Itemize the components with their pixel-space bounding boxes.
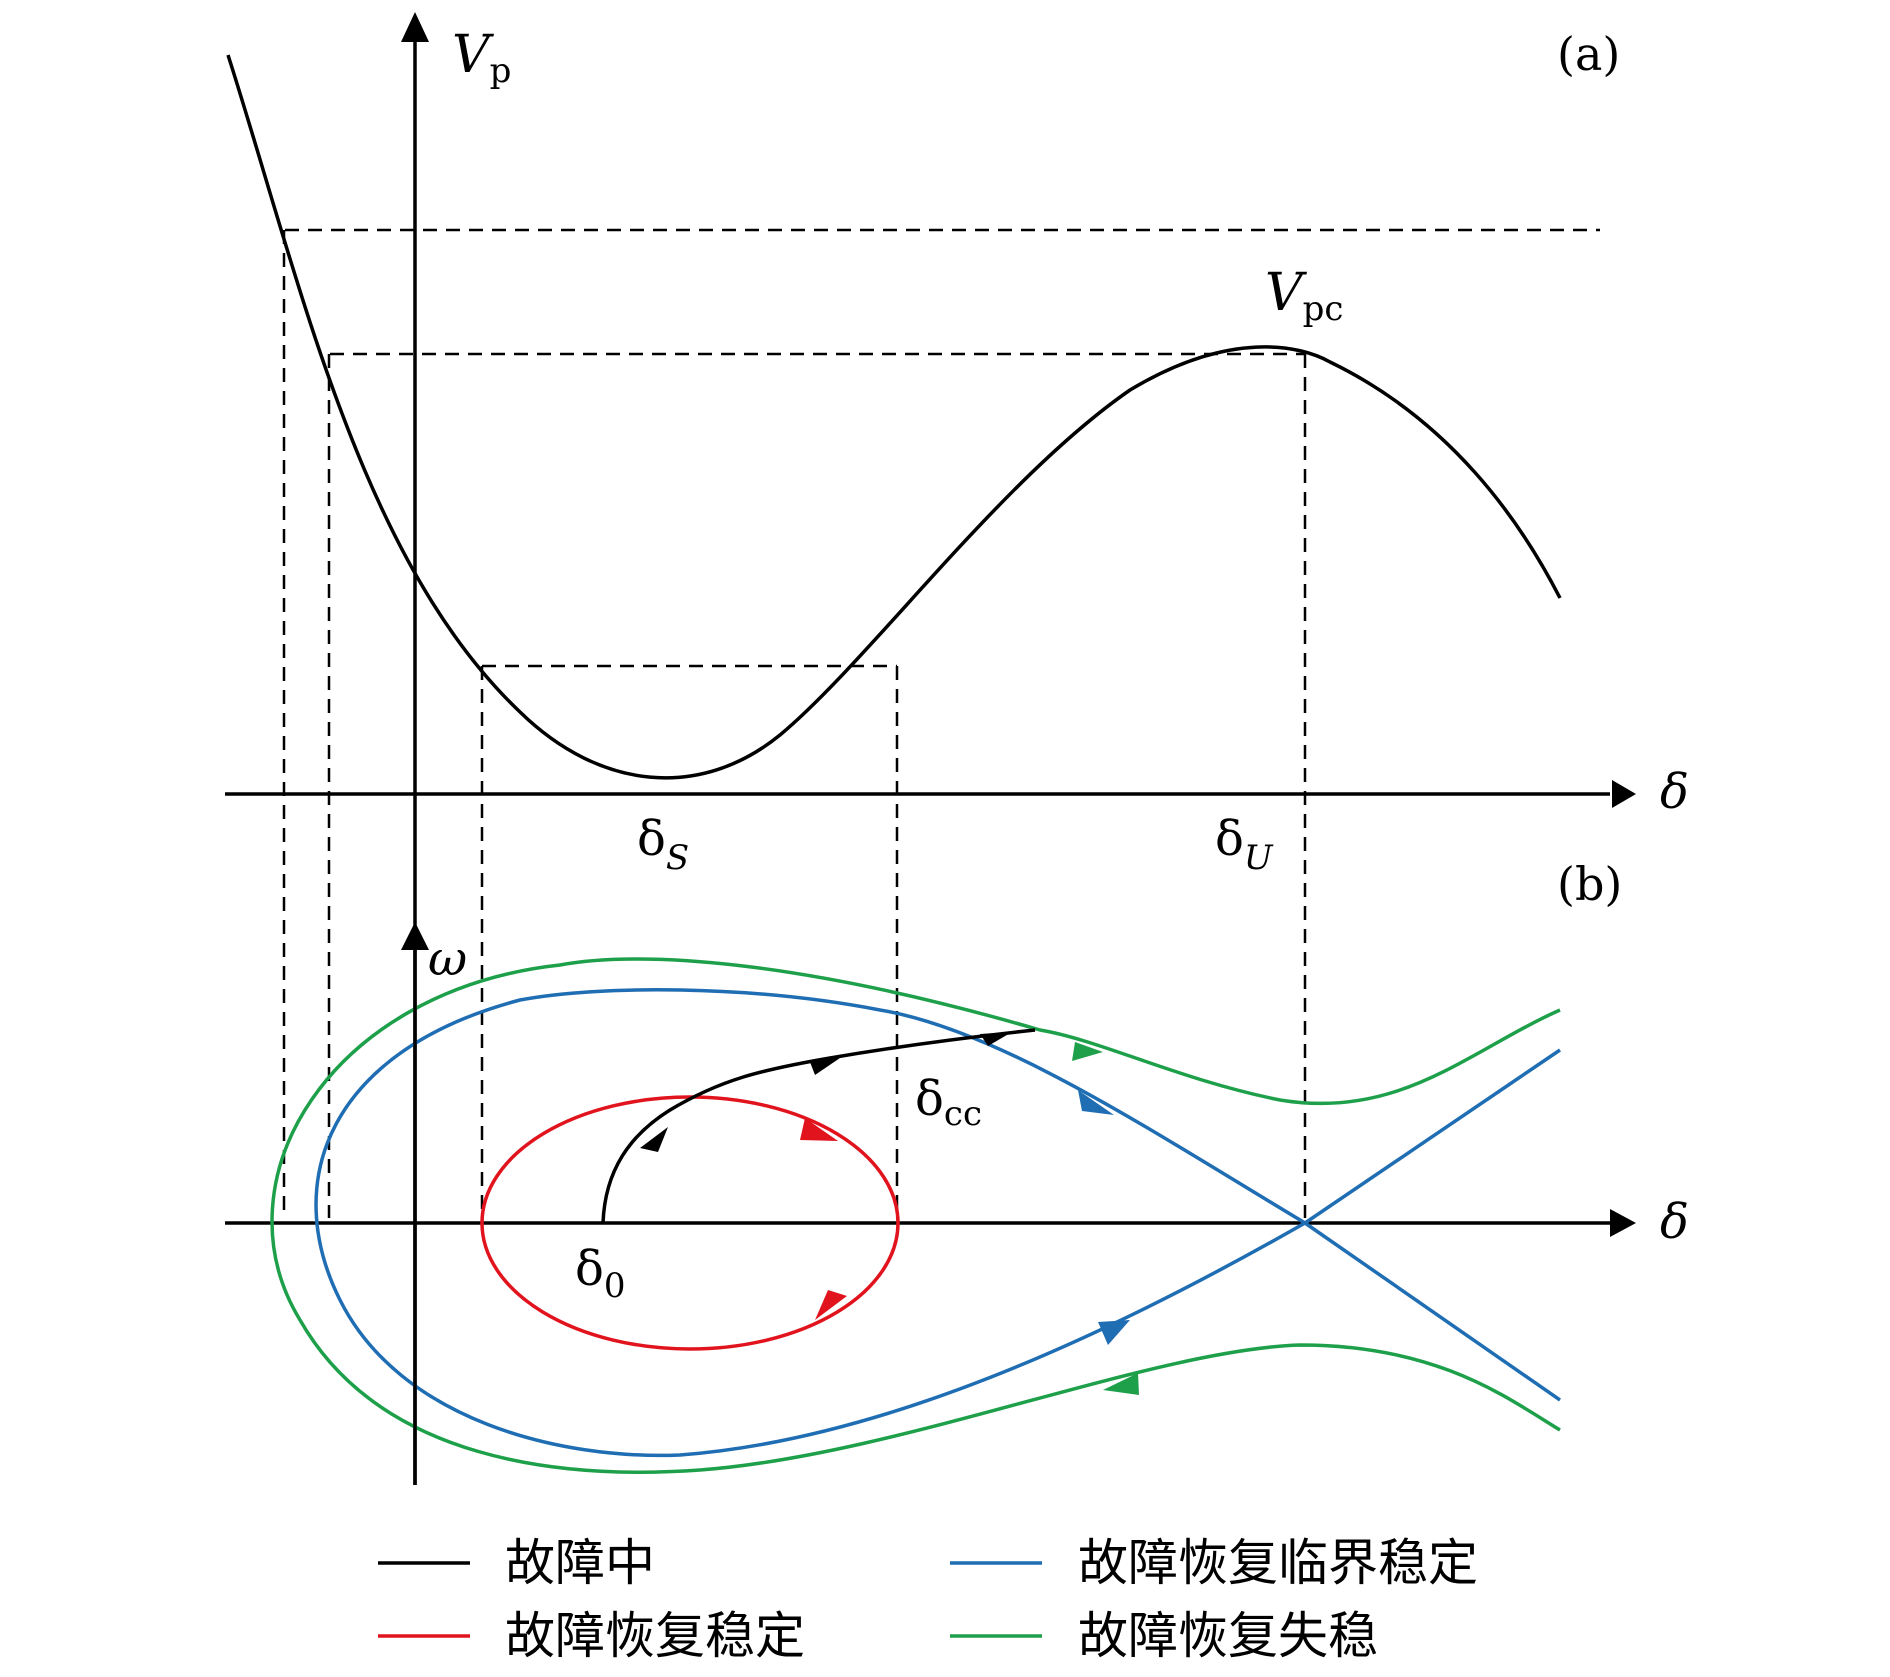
during-fault-trajectory — [601, 1028, 1036, 1224]
panel-b-tag: (b) — [1557, 857, 1622, 911]
clearing-angle-label: δcc — [915, 1071, 982, 1134]
peak-label: Vpc — [1265, 263, 1343, 329]
legend-item-unstable: 故障恢复失稳 — [950, 1607, 1378, 1665]
during-fault-curve — [601, 1028, 1036, 1224]
panel-a-y-label: Vp — [452, 25, 511, 91]
fault-arrow-3 — [980, 1032, 1012, 1046]
panel-a-x-axis-arrow — [1612, 780, 1636, 808]
panel-b-x-axis-arrow — [1610, 1209, 1636, 1237]
unstable-outer-curve — [270, 957, 1561, 1474]
stable-point-label: δS — [637, 811, 689, 878]
legend-label-during-fault: 故障中 — [505, 1534, 655, 1592]
unstable-trajectory — [270, 957, 1561, 1474]
legend-item-during-fault: 故障中 — [378, 1534, 655, 1592]
potential-energy-curve — [226, 54, 1562, 780]
critical-out-branch-upper — [1304, 1048, 1561, 1225]
dashed-guides — [282, 228, 1600, 1218]
unstable-arrow-bottom — [1103, 1373, 1139, 1395]
panel-a: (a) Vp δ Vpc δS δU — [225, 12, 1689, 1485]
stable-arrow-top — [800, 1118, 838, 1141]
critical-out-branch-lower — [1304, 1221, 1561, 1402]
panel-b: (b) ω δ δcc δ0 — [225, 857, 1689, 1485]
panel-b-y-axis-arrow — [401, 922, 429, 950]
panel-a-x-label: δ — [1660, 764, 1689, 820]
legend: 故障中 故障恢复稳定 故障恢复临界稳定 故障恢复失稳 — [378, 1534, 1478, 1665]
unstable-point-label: δU — [1215, 811, 1274, 878]
legend-label-unstable: 故障恢复失稳 — [1078, 1607, 1378, 1665]
critical-arrow-top — [1078, 1090, 1114, 1115]
initial-angle-label: δ0 — [575, 1241, 626, 1306]
critical-arrow-bottom — [1098, 1320, 1130, 1345]
critical-separatrix-curve — [314, 988, 1306, 1458]
legend-label-stable: 故障恢复稳定 — [505, 1607, 805, 1665]
panel-a-tag: (a) — [1557, 27, 1620, 81]
stable-arrow-bottom — [815, 1290, 847, 1320]
legend-label-critical: 故障恢复临界稳定 — [1078, 1534, 1478, 1592]
fault-arrow-1 — [640, 1127, 668, 1152]
critical-trajectory — [314, 988, 1561, 1458]
legend-item-critical: 故障恢复临界稳定 — [950, 1534, 1478, 1592]
fault-arrow-2 — [810, 1058, 840, 1075]
legend-item-stable: 故障恢复稳定 — [378, 1607, 805, 1665]
unstable-arrow-top — [1072, 1042, 1103, 1061]
panel-a-y-axis-arrow — [401, 12, 429, 42]
panel-b-y-label: ω — [428, 931, 467, 987]
panel-b-x-label: δ — [1660, 1194, 1689, 1250]
